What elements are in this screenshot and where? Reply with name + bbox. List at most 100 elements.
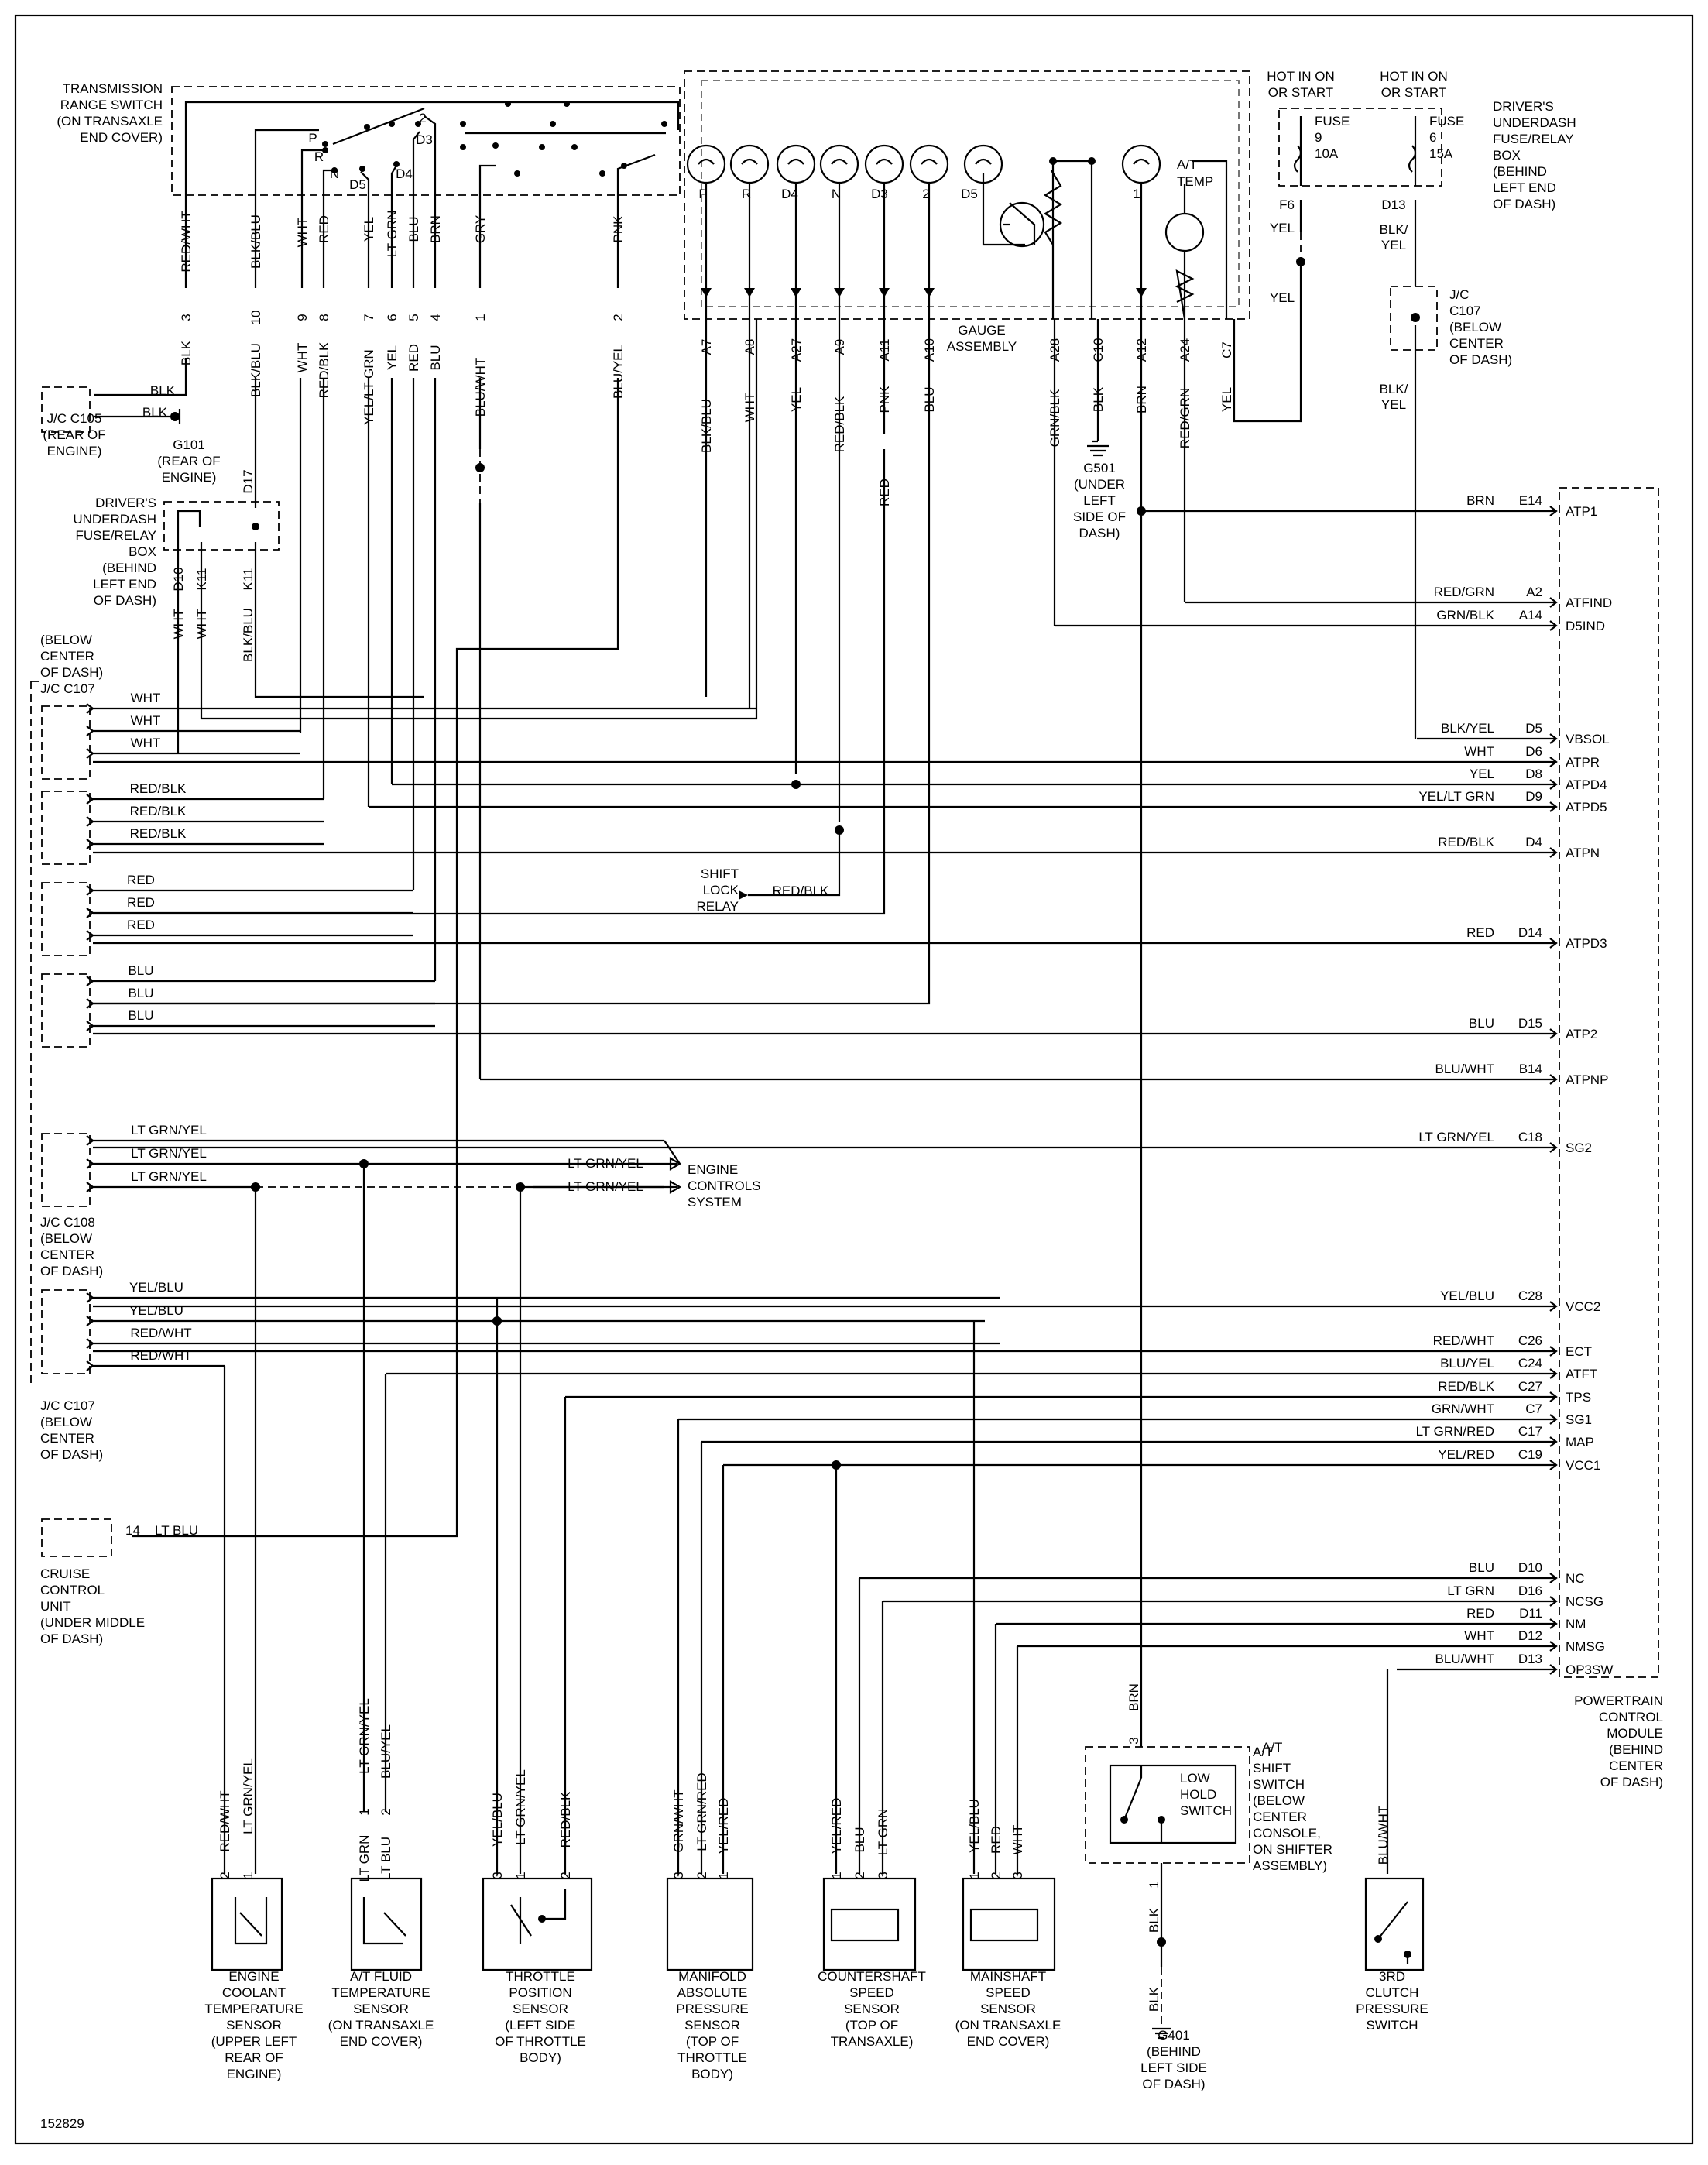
pcm-cavity: C19 bbox=[1518, 1447, 1542, 1462]
pcm-pin-name: VCC2 bbox=[1566, 1299, 1600, 1314]
label: P bbox=[308, 131, 317, 146]
vertical-label: D10 bbox=[171, 567, 186, 591]
vertical-label: BLK bbox=[179, 340, 194, 365]
vertical-label: 2 bbox=[218, 1872, 232, 1879]
vertical-label: 4 bbox=[428, 314, 443, 321]
wire-color-label: LT GRN/YEL bbox=[131, 1146, 207, 1161]
indicator-lamp bbox=[776, 144, 816, 184]
shift-switch bbox=[1085, 1691, 1250, 2040]
pcm-pin-name: ATPN bbox=[1566, 846, 1600, 860]
vertical-label: WHT bbox=[1010, 1825, 1025, 1855]
pcm-pin-name: NC bbox=[1566, 1571, 1585, 1586]
vertical-label: 1 bbox=[829, 1872, 844, 1879]
vertical-label: 2 bbox=[989, 1872, 1003, 1879]
vertical-label: LT GRN/YEL bbox=[357, 1698, 372, 1774]
indicator-lamp bbox=[729, 144, 770, 184]
vertical-label: BRN bbox=[428, 215, 443, 243]
pcm-wire-color: LT GRN/RED bbox=[1416, 1424, 1494, 1439]
pcm-pin-name: ATFT bbox=[1566, 1367, 1597, 1381]
wire-color-label: RED bbox=[127, 873, 155, 887]
vertical-label: RED/WHT bbox=[179, 211, 194, 272]
vertical-label: BLU bbox=[852, 1827, 867, 1852]
vertical-label: A7 bbox=[699, 339, 714, 355]
pcm-cavity: C17 bbox=[1518, 1424, 1542, 1439]
indicator-lamp bbox=[909, 144, 949, 184]
wire-color-label: RED bbox=[127, 918, 155, 932]
pcm-cavity: D16 bbox=[1518, 1583, 1542, 1598]
vertical-label: YEL/LT GRN bbox=[362, 349, 376, 425]
vertical-label: 1 bbox=[473, 314, 488, 321]
vertical-label: LT GRN bbox=[876, 1809, 890, 1856]
vertical-label: WHT bbox=[743, 393, 757, 423]
pcm-wire-color: BLU bbox=[1469, 1560, 1494, 1575]
pcm-cavity: D14 bbox=[1518, 925, 1542, 940]
vertical-label: 2 bbox=[611, 314, 626, 321]
label: BLK/ bbox=[1380, 222, 1408, 237]
wire-color-label: BLU bbox=[128, 1008, 153, 1023]
vertical-label: WHT bbox=[171, 609, 186, 640]
gauge-assembly bbox=[684, 70, 1250, 320]
label: LT GRN/YEL bbox=[568, 1156, 643, 1171]
pcm-cavity: D13 bbox=[1518, 1652, 1542, 1666]
vertical-label: BLK/BLU bbox=[249, 214, 263, 269]
vertical-label: 5 bbox=[406, 314, 421, 321]
vertical-label: A9 bbox=[832, 339, 847, 355]
label: YEL bbox=[1381, 397, 1406, 412]
pcm-pin-name: MAP bbox=[1566, 1435, 1594, 1450]
pcm-wire-color: RED bbox=[1466, 925, 1494, 940]
vertical-label: 7 bbox=[362, 314, 376, 321]
wire-color-label: RED/BLK bbox=[130, 804, 187, 818]
label: D3 bbox=[871, 187, 888, 201]
wire-color-label: BLU bbox=[128, 963, 153, 978]
wire-color-label: LT GRN/YEL bbox=[131, 1169, 207, 1184]
vertical-label: A8 bbox=[743, 339, 757, 355]
vertical-label: BLU/WHT bbox=[473, 358, 488, 417]
pcm-cavity: E14 bbox=[1519, 493, 1542, 508]
pcm-pin-name: NM bbox=[1566, 1617, 1586, 1631]
label: A/T bbox=[1262, 1740, 1282, 1755]
vertical-label: RED bbox=[406, 344, 421, 372]
label: D5 bbox=[349, 177, 366, 192]
wire-color-label: YEL/BLU bbox=[129, 1280, 183, 1295]
vertical-label: RED/WHT bbox=[218, 1790, 232, 1851]
left-junctions bbox=[41, 319, 758, 1557]
pcm-pin-name: NMSG bbox=[1566, 1639, 1605, 1654]
wire-color-label: YEL/BLU bbox=[129, 1303, 183, 1318]
pcm-cavity: D4 bbox=[1525, 835, 1542, 849]
vertical-label: BRN bbox=[1127, 1683, 1141, 1711]
pcm-pin-name: VBSOL bbox=[1566, 732, 1610, 746]
pcm-wire-color: RED/BLK bbox=[1438, 835, 1494, 849]
label: R bbox=[742, 187, 751, 201]
pcm-pin-name: ATP1 bbox=[1566, 504, 1597, 519]
pcm-wire-color: RED bbox=[1466, 1606, 1494, 1621]
wire-color-label: RED/WHT bbox=[130, 1326, 191, 1340]
pcm-cavity: A2 bbox=[1526, 585, 1542, 599]
vertical-label: YEL/RED bbox=[829, 1798, 844, 1854]
pcm-pin-name: TPS bbox=[1566, 1390, 1591, 1405]
pcm-cavity: C24 bbox=[1518, 1356, 1542, 1371]
label: D4 bbox=[396, 166, 413, 181]
pcm-wire-color: BLU/YEL bbox=[1440, 1356, 1494, 1371]
vertical-label: YEL bbox=[1219, 387, 1234, 412]
vertical-label: RED/BLK bbox=[317, 341, 331, 398]
vertical-label: RED bbox=[989, 1826, 1003, 1854]
vertical-label: YEL/RED bbox=[716, 1798, 731, 1854]
label: BLK bbox=[142, 405, 168, 420]
label: D5 bbox=[961, 187, 978, 201]
vertical-label: BLK bbox=[1147, 1986, 1161, 2012]
